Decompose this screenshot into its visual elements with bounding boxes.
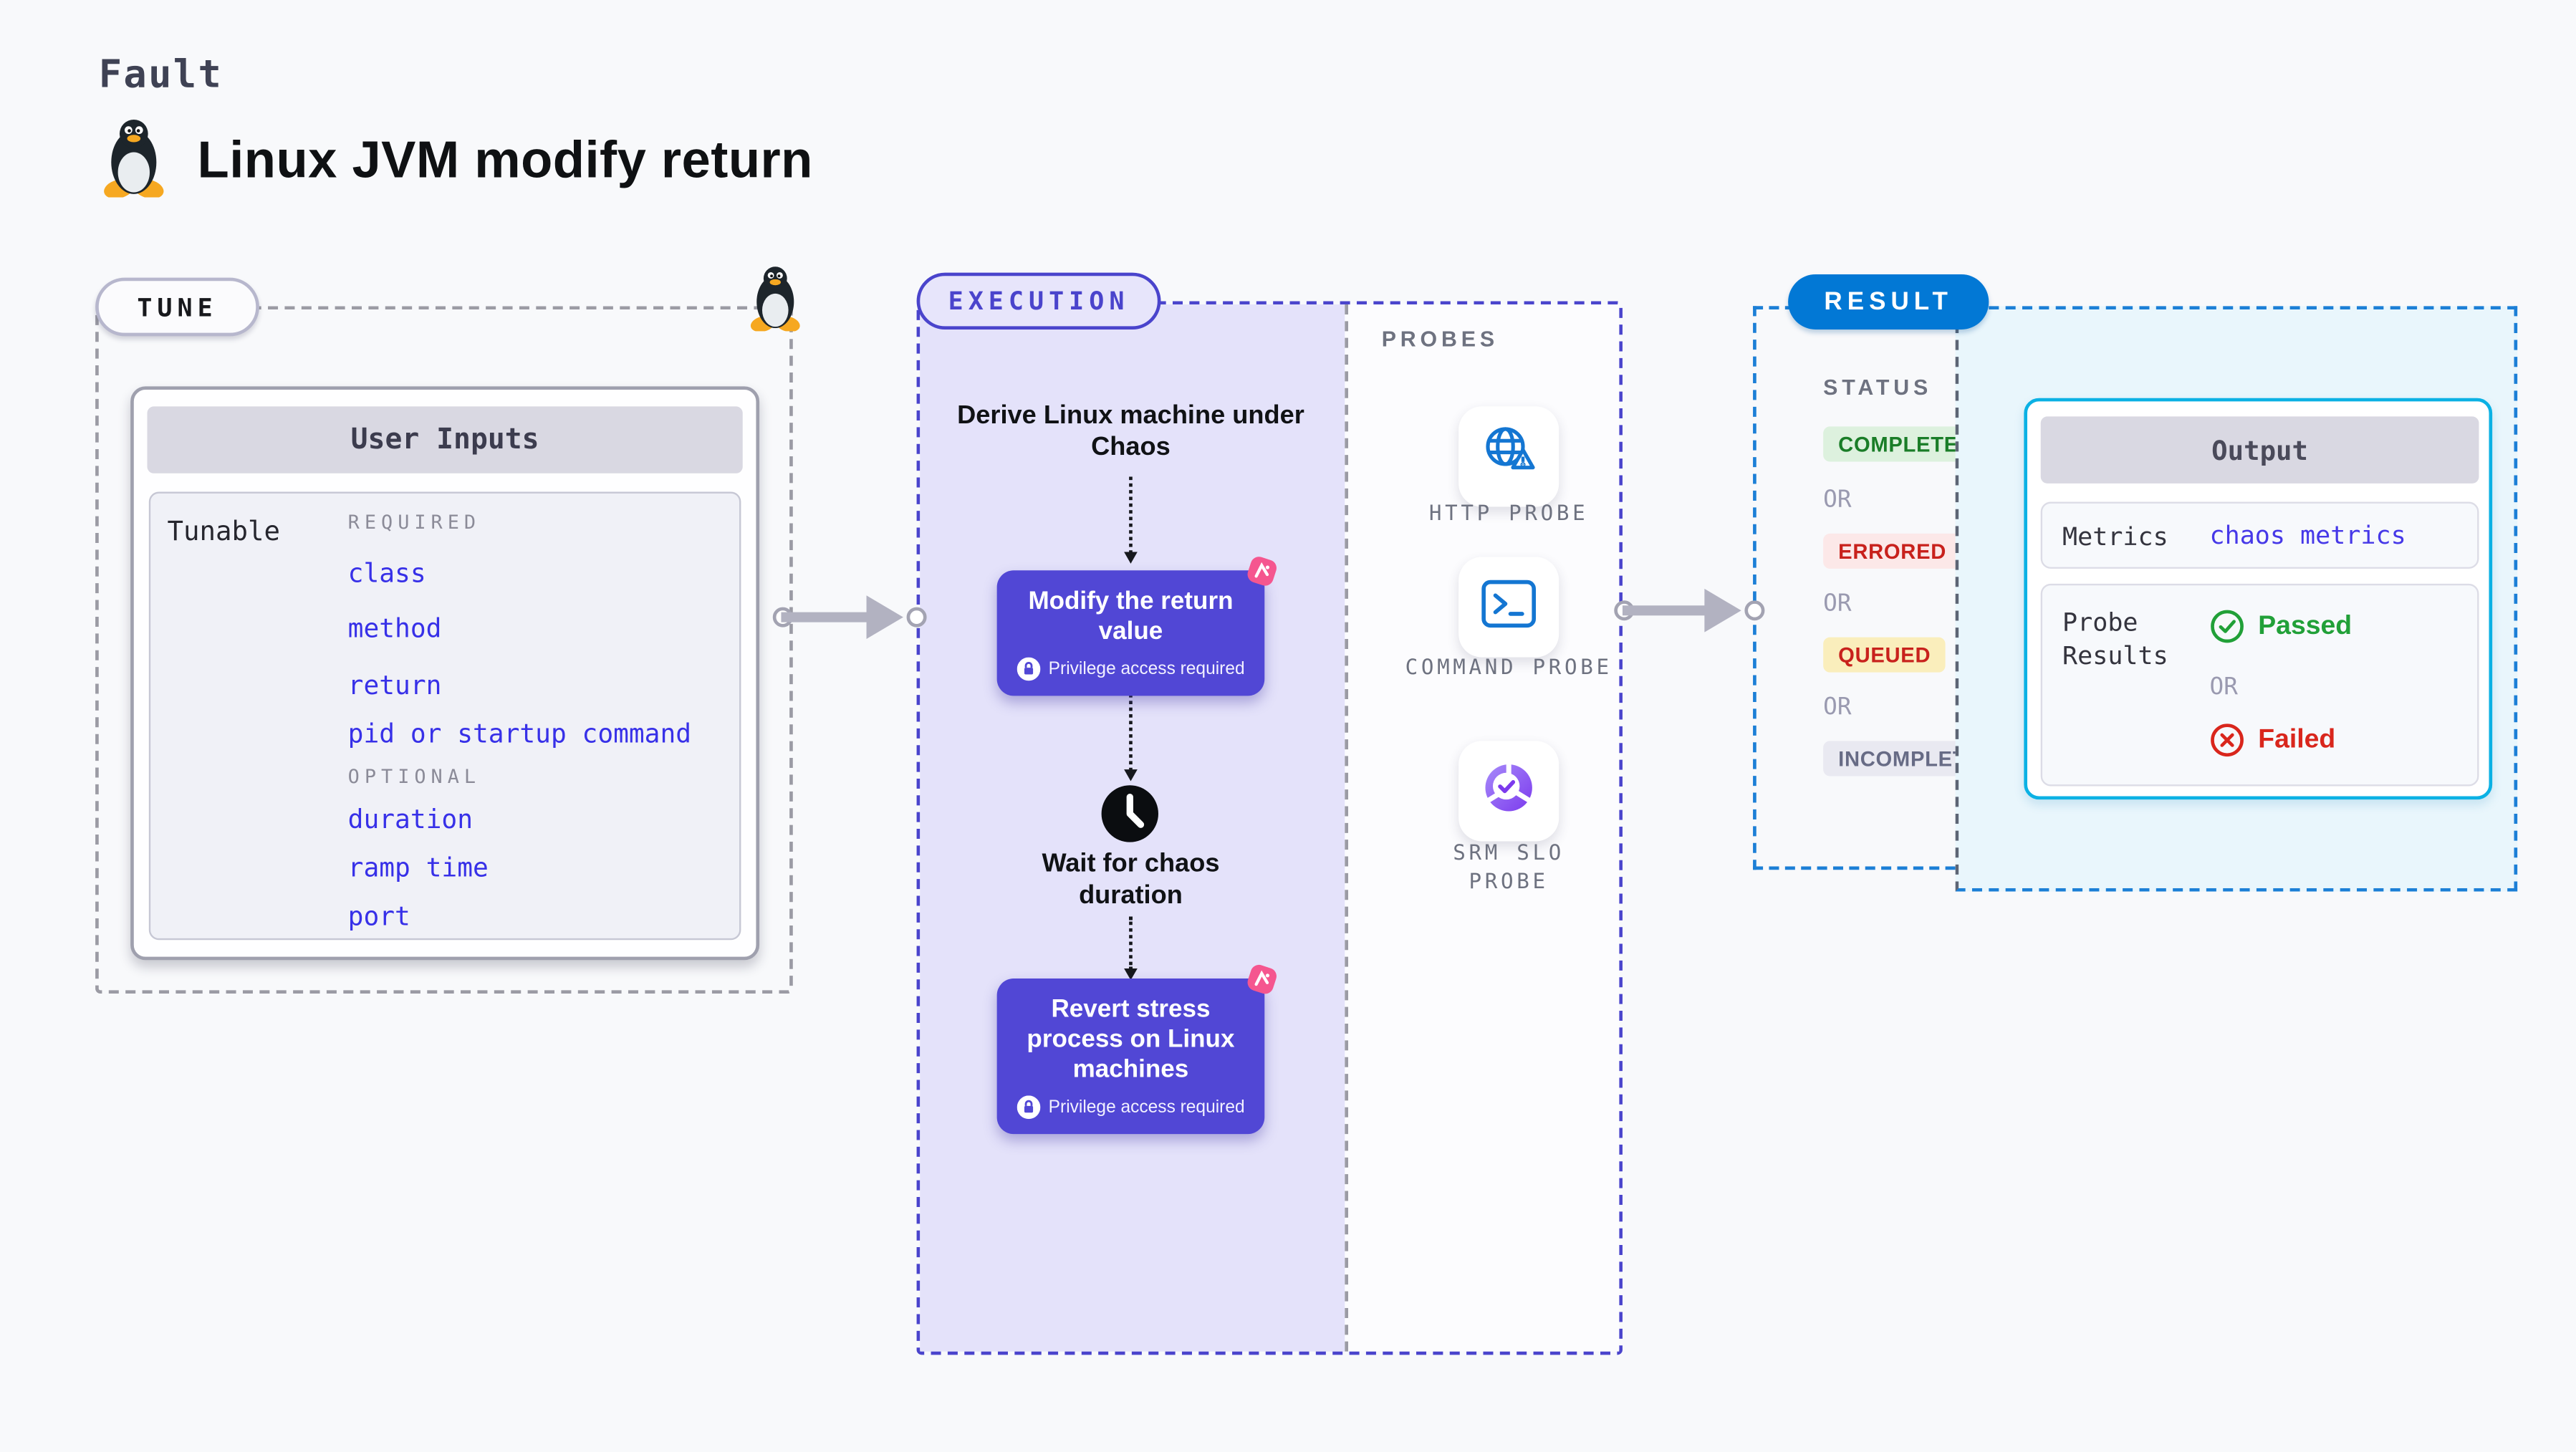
x-circle-icon [2210, 723, 2245, 758]
or-separator: OR [2209, 674, 2238, 701]
globe-warning-icon [1477, 421, 1541, 491]
clock-icon [1100, 784, 1159, 843]
lock-icon [1017, 657, 1041, 681]
tune-section-box [95, 306, 793, 994]
flow-arrow-execution-to-result [1614, 585, 1765, 635]
execution-section-box [916, 301, 1623, 1355]
required-label: REQUIRED [347, 510, 481, 534]
dotted-connector [1124, 694, 1138, 782]
probe-results-label: Probe Results [2062, 607, 2168, 671]
probes-heading: PROBES [1381, 326, 1499, 352]
http-probe-card [1458, 406, 1559, 507]
or-separator: OR [1823, 486, 1852, 514]
tunable-method[interactable]: method [347, 613, 442, 644]
flow-arrow-tune-to-execution [772, 592, 927, 643]
or-separator: OR [1823, 590, 1852, 617]
step-modify-label: Modify the return value [1028, 587, 1234, 646]
dotted-connector [1124, 476, 1138, 564]
step-revert-stress-node: Revert stress process on Linux machines … [996, 964, 1277, 1135]
or-separator: OR [1823, 694, 1852, 721]
probe-result-passed: Passed [2210, 609, 2352, 644]
step-derive-machine: Derive Linux machine under Chaos [957, 401, 1304, 462]
tunable-port[interactable]: port [347, 901, 410, 932]
tunable-label: Tunable [167, 515, 280, 547]
status-heading: STATUS [1823, 375, 1933, 400]
tunable-duration[interactable]: duration [347, 804, 474, 835]
http-probe-label: HTTP PROBE [1428, 500, 1589, 526]
output-card: Output Metrics chaos metrics Probe Resul… [2024, 398, 2493, 800]
metrics-label: Metrics [2062, 521, 2168, 552]
probe-results-row: Probe Results Passed OR F [2040, 583, 2479, 787]
srm-slo-probe-card [1458, 741, 1559, 842]
step-wait-duration: Wait for chaos duration [1042, 850, 1220, 910]
command-probe-card [1458, 557, 1559, 658]
linux-tux-icon [100, 117, 167, 203]
fault-kicker: Fault [98, 53, 224, 97]
terminal-icon [1479, 577, 1539, 638]
output-title: Output [2040, 416, 2479, 484]
tunable-pid-or-startup-command[interactable]: pid or startup command [347, 719, 692, 750]
command-probe-label: COMMAND PROBE [1405, 653, 1613, 680]
probe-result-failed: Failed [2210, 723, 2336, 758]
user-inputs-title: User Inputs [147, 406, 743, 473]
result-status-box: STATUS COMPLETED OR ERRORED OR QUEUED OR… [1753, 306, 2012, 870]
lock-icon [1017, 1095, 1041, 1120]
optional-label: OPTIONAL [347, 764, 481, 788]
tunables-list: Tunable REQUIRED class method return pid… [148, 491, 741, 941]
step-modify-return-node: Modify the return value Privilege access… [996, 557, 1277, 696]
execution-badge: EXECUTION [916, 272, 1161, 330]
dotted-connector [1124, 916, 1138, 981]
step-revert-label: Revert stress process on Linux machines [1027, 995, 1235, 1085]
tunable-class[interactable]: class [347, 558, 426, 589]
chaos-pinwheel-icon [1244, 554, 1279, 589]
result-badge: RESULT [1788, 274, 1989, 330]
privilege-note-text: Privilege access required [1048, 1097, 1245, 1117]
title-row: Linux JVM modify return [100, 117, 813, 203]
srm-slo-probe-label: SRM SLO PROBE [1453, 840, 1565, 893]
metrics-row: Metrics chaos metrics [2040, 501, 2479, 569]
status-badge-errored: ERRORED [1823, 533, 1962, 569]
failed-label: Failed [2258, 725, 2336, 754]
chaos-metrics-link[interactable]: chaos metrics [2209, 520, 2406, 551]
passed-label: Passed [2258, 611, 2352, 640]
check-circle-icon [2210, 609, 2245, 644]
user-inputs-card: User Inputs Tunable REQUIRED class metho… [130, 386, 760, 961]
page-title: Linux JVM modify return [197, 130, 813, 189]
linux-tux-icon [748, 264, 803, 338]
privilege-note: Privilege access required [1010, 1095, 1251, 1120]
tunable-ramp-time[interactable]: ramp time [347, 852, 489, 883]
slo-donut-check-icon [1477, 756, 1541, 826]
privilege-note: Privilege access required [1010, 657, 1251, 681]
chaos-pinwheel-icon [1244, 962, 1279, 997]
privilege-note-text: Privilege access required [1048, 658, 1245, 680]
status-badge-queued: QUEUED [1823, 637, 1946, 673]
tunable-return[interactable]: return [347, 670, 442, 701]
tune-badge: TUNE [95, 277, 259, 337]
